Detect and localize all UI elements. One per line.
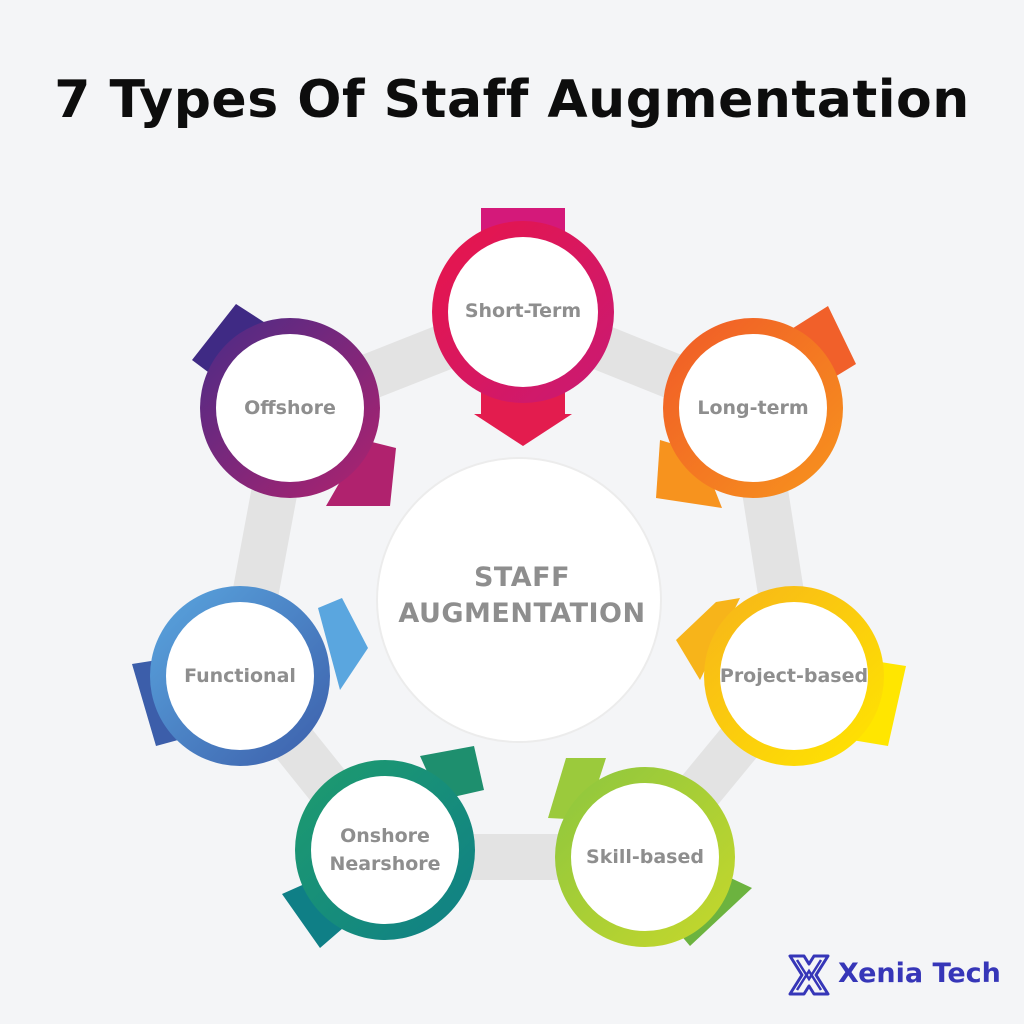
center-label: STAFF AUGMENTATION bbox=[372, 560, 672, 632]
page-title: 7 Types Of Staff Augmentation bbox=[54, 70, 970, 130]
xenia-tech-logo: Xenia Tech bbox=[786, 952, 1006, 1000]
center-circle bbox=[376, 457, 662, 743]
short-term-label: Short-Term bbox=[464, 300, 582, 322]
project-based-label: Project-based bbox=[719, 665, 869, 687]
center-label-line2: AUGMENTATION bbox=[398, 598, 646, 629]
long-term-label: Long-term bbox=[697, 397, 809, 419]
x-logo-icon bbox=[788, 954, 830, 996]
long-term-node bbox=[663, 318, 843, 498]
long-term-arrow bbox=[656, 306, 856, 508]
functional-label: Functional bbox=[184, 665, 296, 687]
offshore-node bbox=[200, 318, 380, 498]
onshore-nearshore-node bbox=[295, 760, 475, 940]
functional-node bbox=[150, 586, 330, 766]
skill-based-node bbox=[555, 767, 735, 947]
project-based-node bbox=[704, 586, 884, 766]
center-label-line1: STAFF bbox=[473, 562, 571, 593]
short-term-node bbox=[432, 221, 614, 403]
offshore-label: Offshore bbox=[244, 397, 336, 419]
onshore-nearshore-label: Onshore Nearshore bbox=[329, 825, 441, 875]
logo-text: Xenia Tech bbox=[838, 958, 1001, 989]
skill-based-label: Skill-based bbox=[586, 846, 704, 868]
